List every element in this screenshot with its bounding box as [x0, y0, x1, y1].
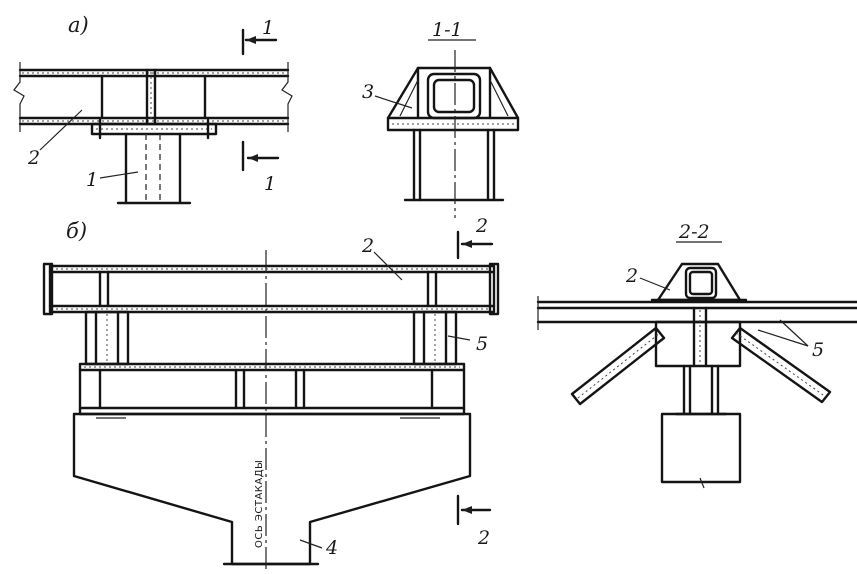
part-b-front-view [42, 230, 500, 572]
section-mark-2-2 [456, 230, 494, 526]
leader-2a [39, 109, 83, 151]
section-mark-1-1 [241, 28, 280, 172]
node-2-2 [654, 306, 742, 368]
box-girder-2-2 [650, 262, 748, 302]
brace-blocks-b [84, 310, 458, 366]
callout-5-section: 5 [812, 339, 824, 361]
beam-a [13, 62, 293, 132]
girder-b [42, 262, 500, 316]
trestle-axis-label: ОСЬ ЭСТАКАДЫ [254, 460, 265, 548]
pier-b [72, 412, 472, 566]
leader-4 [299, 539, 323, 549]
box-girder-1-1 [386, 66, 520, 132]
section-mark-1-bottom: 1 [264, 173, 276, 195]
leader-5s-a [779, 319, 809, 347]
part-a-side-view [13, 28, 293, 205]
callout-4: 4 [325, 537, 338, 559]
leader-3 [374, 95, 413, 109]
callout-1: 1 [86, 169, 98, 191]
callout-2-b: 2 [361, 235, 374, 257]
foundation-2-2 [660, 412, 742, 489]
section-1-1 [374, 39, 520, 218]
callout-5-b: 5 [476, 333, 488, 355]
leader-2b [373, 251, 403, 281]
section-mark-2-bottom: 2 [477, 527, 490, 549]
cap-plate-a [90, 118, 218, 140]
section-2-2 [536, 241, 857, 489]
column-a [116, 132, 192, 205]
leader-5s-b [757, 329, 809, 347]
leader-5b [447, 335, 471, 341]
lower-beam-b [78, 362, 466, 416]
part-a-label: а) [68, 13, 89, 37]
section-2-title: 2-2 [678, 221, 710, 243]
diagonal-braces-2-2 [570, 326, 832, 406]
callout-3: 3 [362, 81, 374, 103]
section-mark-1-top: 1 [262, 17, 274, 39]
callout-2-a: 2 [27, 147, 40, 169]
callout-2-section: 2 [625, 265, 638, 287]
leader-1 [99, 171, 139, 179]
column-2-2 [674, 364, 728, 416]
leader-2s [639, 277, 671, 291]
section-1-title: 1-1 [432, 19, 463, 41]
column-1-1 [403, 128, 505, 202]
part-b-label: б) [66, 219, 87, 243]
section-mark-2-top: 2 [475, 215, 488, 237]
